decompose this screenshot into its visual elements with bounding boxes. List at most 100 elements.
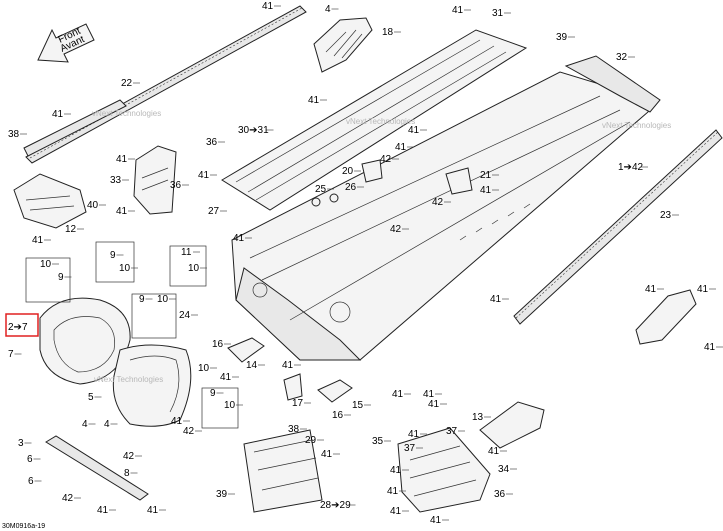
callout-label: 13 bbox=[472, 412, 484, 423]
callout-label: 7 bbox=[8, 349, 14, 360]
callout-label: 41 bbox=[116, 154, 128, 165]
bracket-part-21 bbox=[445, 167, 473, 195]
callout-label: 41 bbox=[704, 342, 716, 353]
hardware-box-9-10-c bbox=[131, 293, 177, 339]
callout-label: 39 bbox=[556, 32, 568, 43]
callout-label: 22 bbox=[121, 78, 133, 89]
callout-label: 41 bbox=[198, 170, 210, 181]
callout-label: 20 bbox=[342, 166, 354, 177]
right-rail-strip bbox=[513, 129, 723, 325]
callout-label: 10 bbox=[40, 259, 52, 270]
callout-label: 15 bbox=[352, 400, 364, 411]
callout-label: 41 bbox=[282, 360, 294, 371]
callout-label: 4 bbox=[104, 419, 110, 430]
callout-label: 41 bbox=[262, 1, 274, 12]
callout-label: 41 bbox=[387, 486, 399, 497]
tunnel-assembly bbox=[231, 71, 653, 361]
assembly-part-34-37 bbox=[397, 427, 491, 513]
callout-label: 23 bbox=[660, 210, 672, 221]
callout-label: 18 bbox=[382, 27, 394, 38]
upper-panel-30-31 bbox=[221, 29, 528, 211]
fastener-part-25 bbox=[311, 197, 321, 207]
callout-label: 10 bbox=[119, 263, 131, 274]
callout-label: 10 bbox=[224, 400, 236, 411]
panel-part-28-29 bbox=[243, 429, 323, 513]
callout-label: 41 bbox=[430, 515, 442, 526]
callout-label: 9 bbox=[139, 294, 145, 305]
front-direction-arrow: Front Avant bbox=[37, 23, 95, 63]
callout-label: 41 bbox=[32, 235, 44, 246]
callout-label: 10 bbox=[157, 294, 169, 305]
plate-part-32 bbox=[564, 55, 661, 113]
watermark: vNext Technologies bbox=[94, 375, 163, 384]
callout-label: 41 bbox=[408, 429, 420, 440]
callout-label: 10 bbox=[198, 363, 210, 374]
callout-label: 12 bbox=[65, 224, 77, 235]
callout-label: 41 bbox=[423, 389, 435, 400]
callout-label: 38 bbox=[8, 129, 20, 140]
callout-label: 41 bbox=[220, 372, 232, 383]
callout-label: 9 bbox=[110, 250, 116, 261]
callout-label: 41 bbox=[395, 142, 407, 153]
bracket-part-40-12 bbox=[13, 173, 87, 229]
callout-label: 41 bbox=[233, 233, 245, 244]
bracket-part-17 bbox=[283, 373, 303, 401]
callout-label: 42 bbox=[123, 451, 135, 462]
callout-label: 41 bbox=[697, 284, 709, 295]
callout-label: 33 bbox=[110, 175, 122, 186]
bracket-part-13 bbox=[479, 401, 545, 449]
callout-label: 41 bbox=[97, 505, 109, 516]
bracket-part-14-16 bbox=[227, 337, 265, 363]
callout-label: 30➔31 bbox=[238, 125, 269, 136]
callout-label: 32 bbox=[616, 52, 628, 63]
callout-label: 35 bbox=[372, 436, 384, 447]
callout-label: 41 bbox=[452, 5, 464, 16]
bracket-part-15-16 bbox=[317, 379, 353, 403]
callout-label: 41 bbox=[321, 449, 333, 460]
callout-label: 1➔42 bbox=[618, 162, 644, 173]
callout-label: 42 bbox=[432, 197, 444, 208]
callout-label: 41 bbox=[392, 389, 404, 400]
callout-label: 36 bbox=[170, 180, 182, 191]
callout-label: 41 bbox=[428, 399, 440, 410]
callout-label: 6 bbox=[27, 454, 33, 465]
highlight-box bbox=[5, 313, 39, 337]
callout-label: 34 bbox=[498, 464, 510, 475]
callout-label: 37 bbox=[404, 443, 416, 454]
callout-label: 41 bbox=[390, 506, 402, 517]
watermark: vNext Technologies bbox=[346, 117, 415, 126]
diagram-code: 30M0916a-19 bbox=[2, 523, 45, 530]
callout-label: 28➔29 bbox=[320, 500, 351, 511]
hardware-box-11 bbox=[169, 245, 207, 287]
callout-label: 41 bbox=[490, 294, 502, 305]
bracket-right bbox=[635, 289, 697, 345]
callout-label: 41 bbox=[408, 125, 420, 136]
callout-label: 24 bbox=[179, 310, 191, 321]
callout-label: 9 bbox=[210, 388, 216, 399]
callout-label: 17 bbox=[292, 398, 304, 409]
callout-label: 11 bbox=[181, 247, 192, 258]
callout-label: 41 bbox=[488, 446, 500, 457]
callout-label: 42 bbox=[380, 154, 392, 165]
bracket-part-33 bbox=[133, 145, 177, 215]
callout-label: 27 bbox=[208, 206, 220, 217]
hardware-box-9-10-d bbox=[201, 387, 239, 429]
callout-label: 3 bbox=[18, 438, 24, 449]
callout-label: 37 bbox=[446, 426, 458, 437]
callout-label: 42 bbox=[183, 426, 195, 437]
callout-label: 16 bbox=[212, 339, 224, 350]
callout-label: 41 bbox=[645, 284, 657, 295]
callout-label: 39 bbox=[216, 489, 228, 500]
callout-label: 25 bbox=[315, 184, 327, 195]
top-rail-strip bbox=[25, 5, 307, 164]
bracket-part-20 bbox=[361, 159, 383, 183]
callout-label: 4 bbox=[82, 419, 88, 430]
callout-label: 41 bbox=[390, 465, 402, 476]
hardware-box-9-10-a bbox=[25, 257, 71, 303]
callout-label: 41 bbox=[116, 206, 128, 217]
watermark: vNext Technologies bbox=[602, 121, 671, 130]
callout-label: 29 bbox=[305, 435, 317, 446]
front-frame-2-7 bbox=[39, 297, 131, 385]
callout-label: 9 bbox=[58, 272, 64, 283]
